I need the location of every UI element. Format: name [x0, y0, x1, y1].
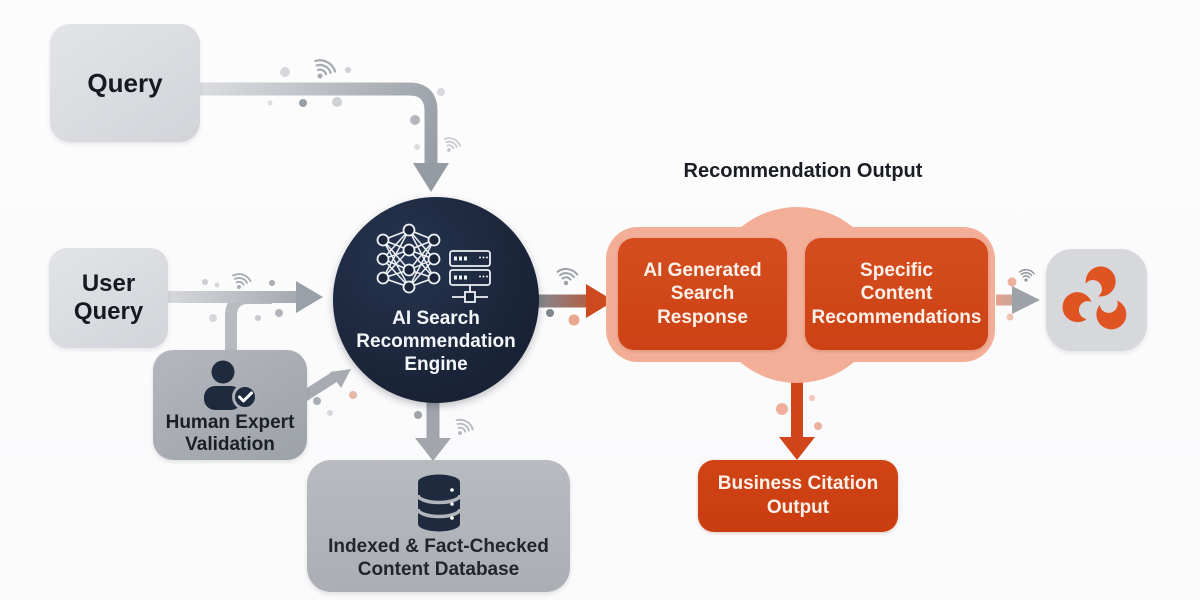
- brand-logo-node: [1046, 249, 1147, 351]
- business-citation-label: Business Citation Output: [717, 473, 879, 518]
- specific-recommendations-node: Specific Content Recommendations: [805, 238, 988, 350]
- decor-dots: [202, 67, 1017, 430]
- business-citation-node: Business Citation Output: [698, 460, 898, 532]
- wifi-signal-icon: [449, 415, 476, 441]
- ai-response-node: AI Generated Search Response: [618, 238, 787, 350]
- wifi-signal-icon: [439, 134, 463, 157]
- arrow-validation-to-engine: [300, 369, 351, 402]
- query-label: Query: [87, 67, 163, 98]
- user-query-node: User Query: [49, 248, 168, 348]
- person-check-icon: [204, 360, 258, 410]
- arrow-engine-to-output: [538, 284, 614, 318]
- human-validation-label: Human Expert Validation: [165, 411, 295, 455]
- triskelion-logo-icon: [1062, 266, 1127, 330]
- user-query-label: User Query: [73, 270, 144, 325]
- query-node: Query: [50, 24, 200, 142]
- connector-validation-to-arrow: [225, 292, 272, 352]
- specific-recommendations-label: Specific Content Recommendations: [811, 260, 982, 328]
- arrow-output-to-logo: [996, 286, 1040, 314]
- engine-label: AI Search Recommendation Engine: [356, 308, 516, 376]
- wifi-signal-icon: [1017, 268, 1036, 284]
- ai-response-label: AI Generated Search Response: [643, 260, 762, 328]
- arrow-engine-to-database: [415, 402, 451, 461]
- neural-network-icon: [376, 223, 441, 294]
- arrow-query-to-engine: [200, 82, 449, 192]
- arrow-output-to-citation: [779, 382, 815, 460]
- database-label: Indexed & Fact-Checked Content Database: [328, 536, 549, 580]
- database-icon: [415, 474, 462, 532]
- human-validation-node: Human Expert Validation: [153, 350, 307, 460]
- engine-node: AI Search Recommendation Engine: [333, 197, 539, 403]
- server-icon: [449, 250, 491, 303]
- wifi-signal-icon: [307, 55, 339, 85]
- database-node: Indexed & Fact-Checked Content Database: [307, 460, 570, 592]
- arrow-user-query-to-engine: [168, 281, 323, 313]
- wifi-signal-icon: [228, 270, 253, 293]
- wifi-signal-icon: [554, 266, 579, 288]
- recommendation-output-title: Recommendation Output: [683, 160, 923, 182]
